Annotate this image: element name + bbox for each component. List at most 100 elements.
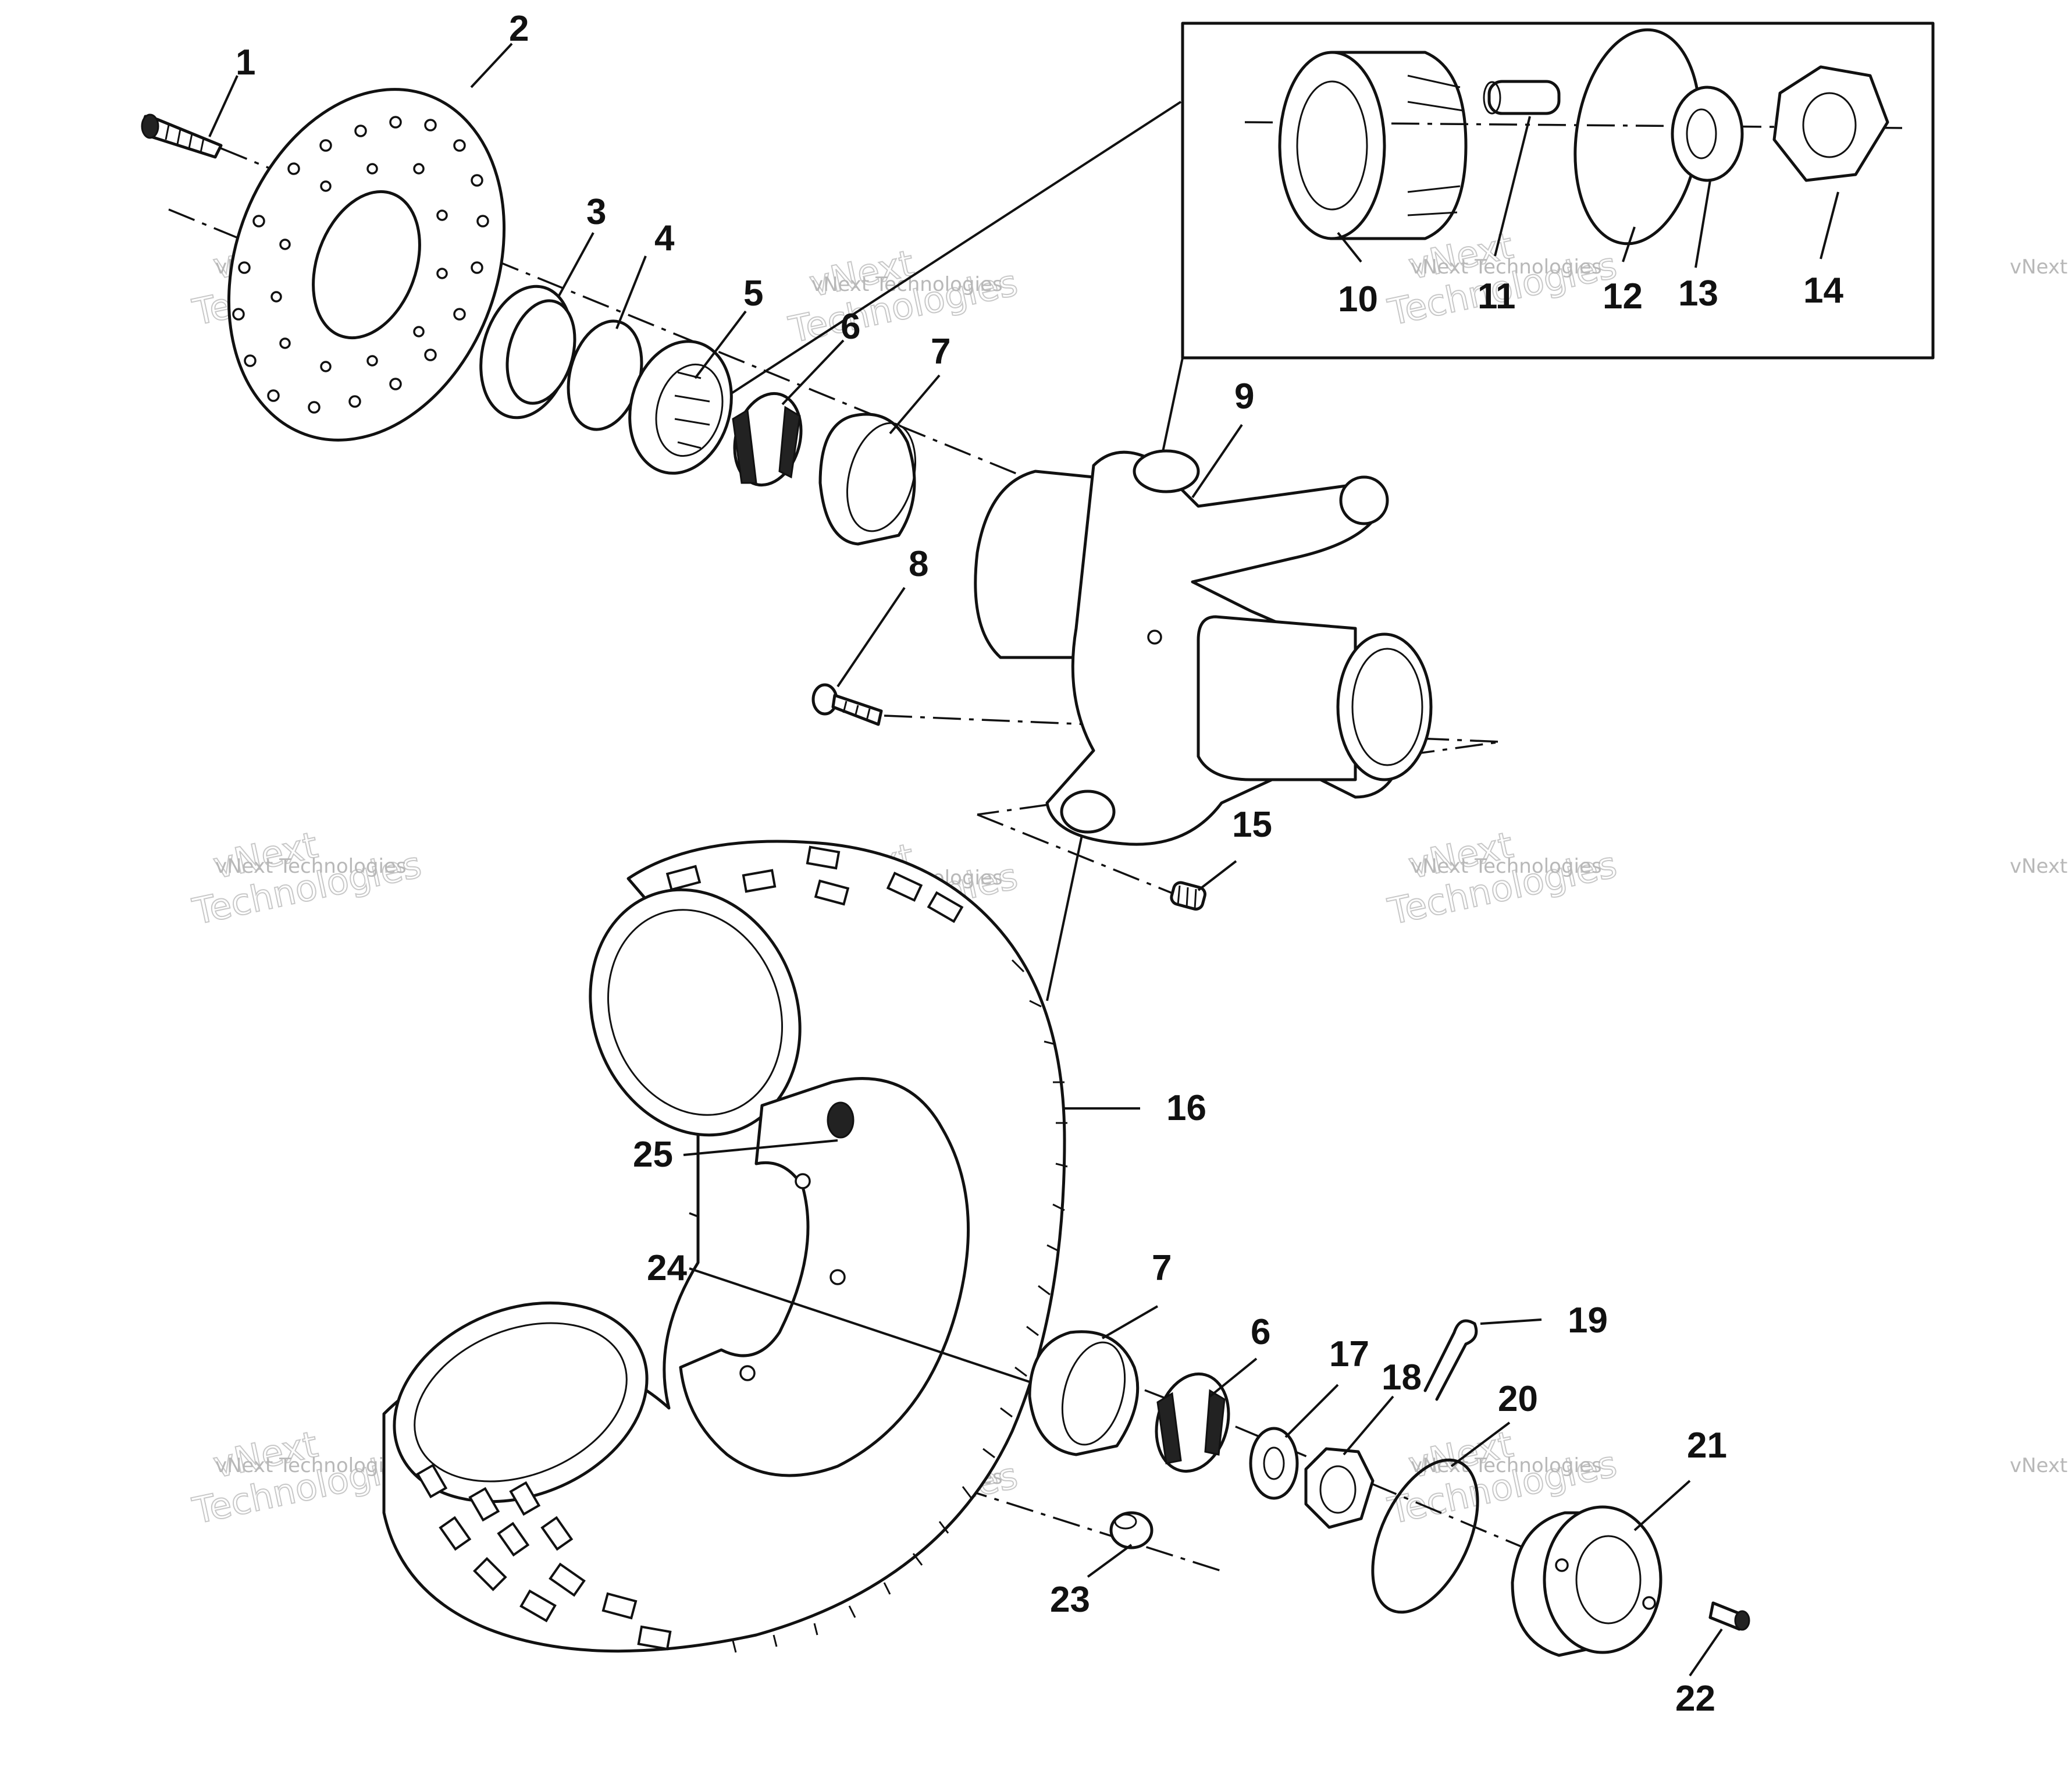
tread-block [806, 845, 841, 870]
vent-hole [413, 163, 425, 175]
watermark-tile: vNext Technologies [2010, 255, 2072, 279]
vent-hole [354, 125, 367, 137]
vent-hole [232, 308, 245, 321]
lug-nut-body [1109, 1511, 1154, 1549]
leader-7b [1101, 1305, 1159, 1339]
nut-thread [1802, 92, 1857, 158]
watermark-text: vNext Technologies [215, 1454, 407, 1477]
tread-block [637, 1625, 672, 1651]
callout-16: 16 [1166, 1088, 1206, 1128]
tread-block [549, 1562, 586, 1597]
part-22-screw [1708, 1601, 1750, 1631]
part-8-bolt [811, 683, 883, 726]
race-inner [1061, 1341, 1126, 1446]
callout-13: 13 [1678, 273, 1718, 314]
vent-hole [279, 337, 291, 349]
washer-outer [1671, 86, 1744, 182]
vent-hole [389, 378, 402, 390]
callout-6-lower: 6 [1251, 1312, 1270, 1352]
cotter-pin-leg [1435, 1322, 1478, 1401]
callout-4: 4 [654, 218, 675, 258]
vent-hole [308, 401, 321, 414]
part-5-bearing-hub [628, 340, 733, 475]
leader-25 [683, 1139, 838, 1156]
fitting-body [1170, 881, 1206, 911]
tire-tread-blocks [416, 845, 964, 1651]
callout-19: 19 [1568, 1300, 1608, 1341]
hub-bore [1296, 80, 1368, 211]
knuckle-bolt-hole [1147, 630, 1162, 645]
washer-outer [1249, 1427, 1299, 1500]
tread-block [509, 1481, 541, 1516]
bearing-rollers [732, 408, 757, 484]
race-body [1028, 1330, 1140, 1456]
part-18-castle-nut [1304, 1447, 1375, 1529]
leader-11 [1494, 116, 1531, 257]
part-20-o-ring [1371, 1458, 1479, 1614]
tread-block [519, 1589, 557, 1623]
steering-arm-eye [1339, 475, 1389, 525]
spindle-bore [1351, 648, 1423, 766]
axis-upper [220, 147, 1019, 475]
bearing-hub-inner [655, 363, 724, 457]
rim-lug-hole [739, 1365, 756, 1381]
callout-21: 21 [1687, 1426, 1727, 1466]
watermark-text: vNext Technologies [1411, 855, 1602, 878]
bolt-threads [842, 701, 871, 721]
leader-lines [208, 42, 1839, 1677]
vent-hole [471, 174, 483, 187]
leader-18 [1343, 1395, 1394, 1456]
watermark-text: vNext Technologies [2010, 855, 2072, 878]
tread-block [497, 1522, 530, 1557]
rim-valve-hole [827, 1101, 855, 1139]
leader-6a [781, 339, 845, 406]
part-24-wheel-rim [679, 1077, 970, 1477]
callout-10: 10 [1338, 279, 1378, 319]
vent-hole [424, 349, 437, 361]
bearing-hub-splines [674, 371, 710, 449]
vent-hole [287, 162, 300, 175]
vent-hole [453, 308, 466, 321]
pin-body [1487, 80, 1561, 115]
tire-bead-upper [589, 888, 802, 1137]
spindle-flange [1336, 632, 1433, 781]
part-7-bearing-race-lower [1028, 1330, 1140, 1456]
lug-nut-top [1114, 1513, 1137, 1530]
screw-head [1734, 1610, 1750, 1631]
rim-lug-hole [795, 1173, 811, 1189]
part-16-tire [382, 840, 1068, 1653]
callout-15: 15 [1232, 805, 1272, 845]
part-9-knuckle [974, 449, 1433, 846]
callout-7: 7 [931, 332, 950, 372]
screw-head [141, 113, 159, 139]
leader-21 [1633, 1480, 1691, 1531]
leader-19 [1480, 1318, 1542, 1325]
vent-hole [320, 180, 332, 192]
vent-hole [453, 139, 466, 152]
part-7-bearing-race [818, 413, 917, 546]
tire-bead-lower-inner [414, 1322, 628, 1483]
axis-hub-to-15 [977, 813, 1187, 900]
inset-panel [700, 22, 1935, 1001]
bearing-hub-outer [628, 340, 733, 475]
part-21-hub-cap [1511, 1505, 1662, 1657]
callout-9: 9 [1234, 376, 1254, 417]
spindle-housing [1197, 615, 1357, 781]
watermark-text: vNext Technologies [1411, 1454, 1602, 1477]
inset-leader-top [700, 101, 1182, 414]
race-inner [846, 422, 917, 532]
callout-24: 24 [647, 1248, 687, 1288]
vent-hole [436, 268, 448, 279]
vent-hole [252, 215, 265, 228]
tire-bead-lower [393, 1301, 649, 1503]
vent-hole [319, 139, 332, 152]
watermark-text: vNext Technologies [1411, 255, 1602, 279]
bearing-rollers [778, 406, 801, 479]
callout-1: 1 [236, 42, 255, 83]
nut-hex [1772, 65, 1889, 182]
callout-6: 6 [841, 307, 860, 347]
callout-18: 18 [1382, 1357, 1422, 1398]
watermark-text: vNext Technologies [2010, 1454, 2072, 1477]
washer-inner [1686, 108, 1717, 159]
